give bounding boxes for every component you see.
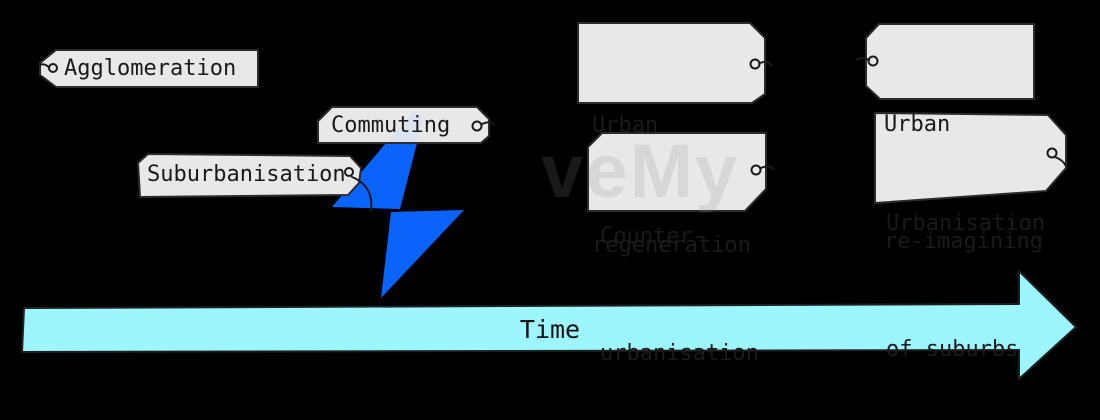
tag-hole-icon (344, 167, 354, 177)
tag-agglomeration-shape (39, 49, 259, 88)
label-urban-re-imagining: Urban re-imagining (884, 27, 1043, 339)
tag-urban-regeneration (577, 22, 772, 104)
lightning-bolt-bottom-icon (381, 210, 464, 298)
tag-string-icon (856, 57, 870, 61)
tag-counter-urbanisation-shape (587, 132, 767, 212)
leader-arc-icon (351, 176, 373, 212)
tag-urban-re-imagining-shape (865, 23, 1035, 100)
label-urban-re-imagining-line1: Urban (884, 112, 951, 137)
tag-counter-urbanisation (587, 132, 774, 212)
label-counter-urbanisation-line2: urbanisation (600, 341, 759, 366)
time-arrow-icon (21, 270, 1077, 380)
tag-urban-regeneration-shape (577, 22, 766, 104)
label-counter-urbanisation: Counter- urbanisation (600, 139, 759, 420)
label-urban-regeneration-line1: Urban (592, 113, 659, 138)
label-counter-urbanisation-line1: Counter- (600, 224, 706, 249)
label-urbanisation-of-suburbs-line2: of suburbs (886, 337, 1019, 362)
label-suburbanisation: Suburbanisation (147, 162, 346, 187)
tag-suburbanisation-shape (137, 153, 362, 198)
label-agglomeration: Agglomeration (64, 56, 237, 81)
label-urban-regeneration-line2: regeneration (592, 233, 751, 258)
tag-string-icon (760, 165, 774, 170)
label-urbanisation-of-suburbs-line1: Urbanisation (886, 211, 1045, 236)
tag-hole-icon (1046, 147, 1058, 159)
tag-hole-icon (867, 55, 879, 67)
tag-urban-re-imagining (856, 23, 1035, 100)
tag-agglomeration (38, 49, 259, 88)
timeline-label: Time (519, 315, 581, 344)
tag-string-icon (38, 63, 50, 68)
label-urban-regeneration: Urban regeneration (592, 26, 751, 346)
tag-suburbanisation (137, 153, 373, 212)
tag-hole-icon (471, 120, 483, 132)
label-urban-re-imagining-line2: re-imagining (884, 229, 1043, 254)
tag-hole-icon (750, 164, 762, 176)
tag-urbanisation-of-suburbs-shape (874, 112, 1067, 204)
tag-hole-icon (749, 58, 761, 70)
tag-urbanisation-of-suburbs (874, 112, 1067, 204)
tag-string-icon (481, 121, 495, 126)
tag-string-icon (1054, 156, 1067, 167)
label-commuting: Commuting (331, 113, 451, 138)
lightning-bolt-glow-icon (388, 113, 425, 142)
label-urbanisation-of-suburbs: Urbanisation of suburbs (886, 119, 1045, 420)
tag-hole-icon (48, 63, 58, 73)
tag-string-icon (759, 60, 772, 66)
